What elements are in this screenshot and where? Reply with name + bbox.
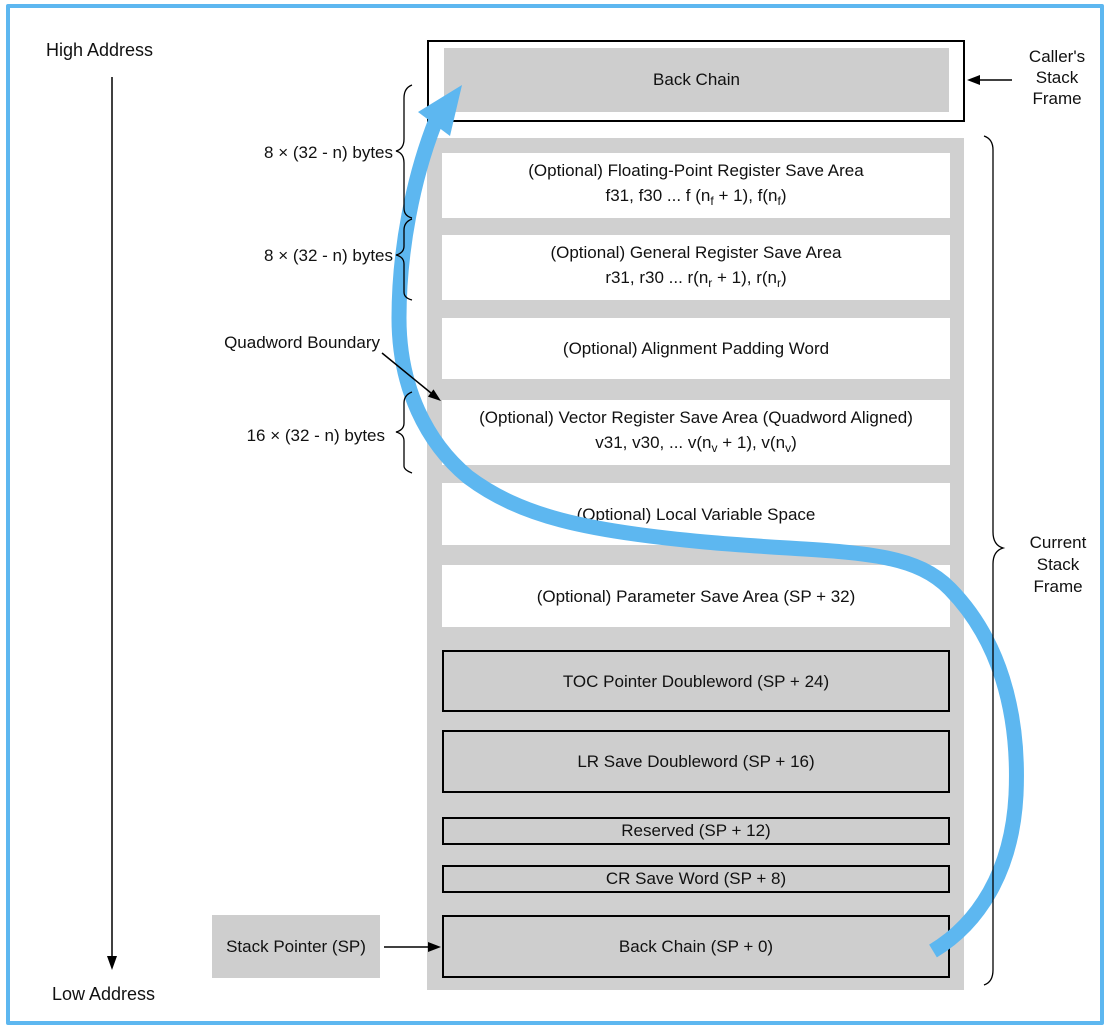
- vector-size-label: 16 × (32 - n) bytes: [246, 426, 385, 445]
- row-back-chain: Back Chain (SP + 0): [442, 915, 950, 978]
- row-vector-save-area: (Optional) Vector Register Save Area (Qu…: [442, 400, 950, 465]
- current-frame-label: Current Stack Frame: [1029, 533, 1087, 596]
- caller-frame-box: Back Chain: [427, 40, 965, 122]
- row-parameter-save-area: (Optional) Parameter Save Area (SP + 32): [442, 565, 950, 627]
- caller-frame-label: Caller's Stack Frame: [1028, 47, 1086, 108]
- row-reserved: Reserved (SP + 12): [442, 817, 950, 845]
- low-address-label: Low Address: [52, 984, 156, 1004]
- row-lr-save: LR Save Doubleword (SP + 16): [442, 730, 950, 793]
- row-registers: v31, v30, ... v(nv + 1), v(nv): [595, 432, 797, 455]
- stack-pointer-box: Stack Pointer (SP): [212, 915, 380, 978]
- row-fp-save-area: (Optional) Floating-Point Register Save …: [442, 153, 950, 218]
- quadword-boundary-label: Quadword Boundary: [224, 333, 380, 352]
- gr-size-label: 8 × (32 - n) bytes: [264, 246, 393, 265]
- current-frame-container: (Optional) Floating-Point Register Save …: [427, 138, 964, 990]
- caller-back-chain-cell: Back Chain: [444, 48, 949, 112]
- row-title: TOC Pointer Doubleword (SP + 24): [562, 671, 830, 691]
- fp-size-label: 8 × (32 - n) bytes: [264, 143, 393, 162]
- diagram-border: [6, 4, 1104, 1025]
- row-alignment-padding: (Optional) Alignment Padding Word: [442, 318, 950, 379]
- row-toc-pointer: TOC Pointer Doubleword (SP + 24): [442, 650, 950, 712]
- high-address-label: High Address: [46, 40, 154, 60]
- row-title: (Optional) Parameter Save Area (SP + 32): [536, 586, 856, 606]
- row-title: Reserved (SP + 12): [621, 821, 771, 840]
- row-title: CR Save Word (SP + 8): [605, 869, 787, 888]
- row-local-variable-space: (Optional) Local Variable Space: [442, 483, 950, 545]
- row-title: (Optional) Floating-Point Register Save …: [528, 160, 864, 180]
- row-title: Back Chain (SP + 0): [618, 937, 774, 956]
- row-title: (Optional) General Register Save Area: [550, 242, 842, 262]
- row-cr-save: CR Save Word (SP + 8): [442, 865, 950, 893]
- row-title: (Optional) Alignment Padding Word: [562, 339, 830, 358]
- row-title: LR Save Doubleword (SP + 16): [577, 752, 815, 771]
- row-registers: f31, f30 ... f (nf + 1), f(nf): [605, 185, 787, 208]
- row-title: (Optional) Local Variable Space: [576, 504, 816, 524]
- row-registers: r31, r30 ... r(nr + 1), r(nr): [605, 267, 787, 290]
- row-title: (Optional) Vector Register Save Area (Qu…: [479, 407, 913, 427]
- row-gr-save-area: (Optional) General Register Save Area r3…: [442, 235, 950, 300]
